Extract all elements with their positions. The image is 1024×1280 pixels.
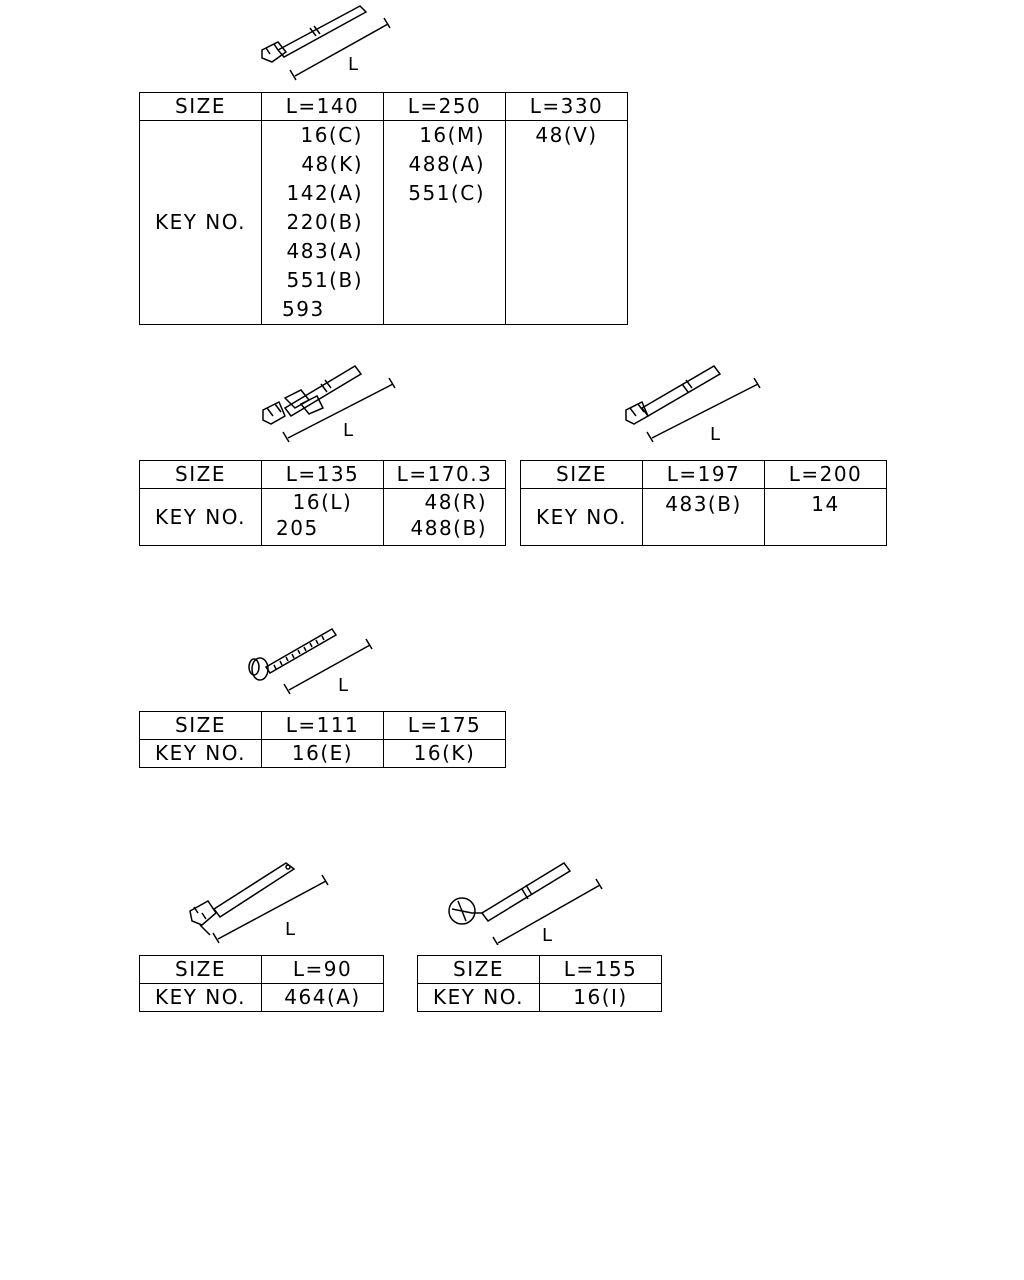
parts-table-d: SIZE L=111 L=175 KEY NO. 16(E) 16(K)	[139, 711, 506, 768]
dimension-label: L	[338, 675, 348, 696]
size-value: L=170.3	[383, 460, 506, 489]
size-header: SIZE	[520, 460, 643, 489]
size-header: SIZE	[139, 460, 262, 489]
dimension-label: L	[542, 925, 552, 945]
key-number: 48(R)	[424, 490, 487, 514]
parts-table-e: SIZE L=90 KEY NO. 464(A)	[139, 955, 384, 1012]
key-number: 551(B)	[286, 268, 363, 292]
key-no-label: KEY NO.	[139, 120, 262, 325]
size-value: L=111	[261, 711, 384, 740]
key-number: 48(K)	[301, 152, 363, 176]
size-value: L=140	[261, 92, 384, 121]
key-number: 593	[282, 297, 325, 321]
key-number: 220(B)	[286, 210, 363, 234]
size-value: L=90	[261, 955, 384, 984]
key-number: 16(E)	[261, 739, 384, 768]
size-value: L=250	[383, 92, 506, 121]
size-header: SIZE	[139, 92, 262, 121]
key-number: 488(B)	[410, 516, 487, 540]
size-value: L=155	[539, 955, 662, 984]
size-header: SIZE	[417, 955, 540, 984]
dimension-label: L	[710, 424, 720, 445]
dimension-label: L	[285, 919, 295, 940]
size-value: L=200	[764, 460, 887, 489]
key-number: 483(A)	[286, 239, 363, 263]
parts-table-c: SIZE L=197 L=200 KEY NO. 483(B) 14	[520, 460, 887, 546]
key-number: 16(C)	[300, 123, 363, 147]
size-value: L=330	[505, 92, 628, 121]
cable-tie-drawing-b: L	[262, 365, 396, 443]
key-number: 16(K)	[383, 739, 506, 768]
cable-tie-drawing-e: L	[189, 862, 329, 944]
parts-table-f: SIZE L=155 KEY NO. 16(I)	[417, 955, 662, 1012]
key-number: 464(A)	[261, 983, 384, 1012]
key-no-label: KEY NO.	[139, 983, 262, 1012]
key-number: 16(I)	[539, 983, 662, 1012]
key-no-label: KEY NO.	[139, 488, 262, 546]
key-number: 205	[276, 516, 319, 540]
parts-table-a: SIZE L=140 L=250 L=330 KEY NO. 16(C) 48(…	[139, 92, 628, 325]
key-number: 142(A)	[286, 181, 363, 205]
size-value: L=197	[642, 460, 765, 489]
screw-clip-drawing-f: L	[448, 862, 603, 945]
key-list: 16(L) 205	[261, 488, 384, 546]
key-number: 488(A)	[408, 152, 485, 176]
key-no-label: KEY NO.	[520, 488, 643, 546]
screw-clip-drawing-d: L	[248, 627, 373, 696]
size-header: SIZE	[139, 711, 262, 740]
key-list: 16(C) 48(K) 142(A) 220(B) 483(A) 551(B) …	[261, 120, 384, 325]
key-list: 16(M) 488(A) 551(C)	[383, 120, 506, 325]
size-value: L=175	[383, 711, 506, 740]
key-no-label: KEY NO.	[417, 983, 540, 1012]
key-no-label: KEY NO.	[139, 739, 262, 768]
key-number: 16(L)	[292, 490, 353, 514]
size-value: L=135	[261, 460, 384, 489]
key-list: 48(V)	[505, 120, 628, 325]
parts-table-b: SIZE L=135 L=170.3 KEY NO. 16(L) 205 48(…	[139, 460, 506, 546]
key-list: 48(R) 488(B)	[383, 488, 506, 546]
key-number: 16(M)	[419, 123, 485, 147]
dimension-label: L	[343, 420, 353, 441]
key-number: 483(B)	[665, 492, 742, 516]
dimension-label: L	[348, 54, 358, 75]
key-number: 14	[811, 492, 840, 516]
size-header: SIZE	[139, 955, 262, 984]
cable-tie-drawing-a: L	[261, 5, 391, 81]
cable-tie-drawing-c: L	[625, 365, 761, 445]
key-list: 483(B)	[642, 488, 765, 546]
key-list: 14	[764, 488, 887, 546]
key-number: 48(V)	[535, 123, 598, 147]
key-number: 551(C)	[408, 181, 485, 205]
